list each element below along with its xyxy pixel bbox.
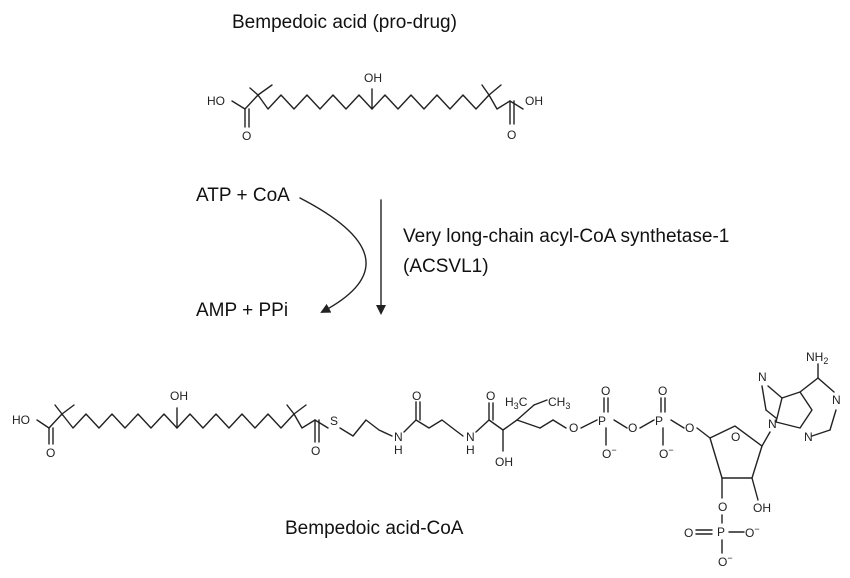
- ribose-ring-oxygen-label: O: [731, 430, 740, 444]
- thioester-carbonyl-oxygen: O: [311, 444, 320, 458]
- phosphate-anion-label-3: O−: [745, 524, 760, 540]
- bridging-oxygen-label: O: [628, 421, 637, 435]
- phosphate-oxygen-label-2: O: [658, 384, 667, 398]
- sulfur-label: S: [330, 414, 338, 428]
- methyl-label-left: H3C: [505, 395, 528, 411]
- phosphate-oxygen-label-1: O: [601, 384, 610, 398]
- amide-h-label-1: H: [394, 443, 403, 457]
- amide-oxygen-label-1: O: [412, 389, 421, 403]
- adenine-n1-label: N: [832, 393, 841, 407]
- hydroxyl-label-left: HO: [207, 94, 225, 108]
- methyl-label-right: CH3: [548, 395, 570, 411]
- enzyme-name-label: Very long-chain acyl-CoA synthetase-1: [403, 226, 730, 247]
- adenine-n7-label: N: [758, 370, 767, 384]
- ribose-phosphate-oxygen-label: O: [718, 500, 727, 514]
- carbonyl-oxygen-left: O: [242, 129, 251, 143]
- product-title: Bempedoic acid-CoA: [285, 518, 464, 539]
- enzyme-abbreviation-label: (ACSVL1): [403, 256, 489, 277]
- ester-oxygen-label-2: O: [685, 421, 694, 435]
- pantoate-hydroxyl-label: OH: [495, 455, 513, 469]
- phosphorus-label-3: P: [717, 525, 725, 539]
- phosphorus-label-2: P: [655, 414, 663, 428]
- coa-carbonyl-oxygen-left: O: [46, 446, 55, 460]
- bempedoic-acid-structure: HO O OH O OH: [207, 71, 543, 143]
- phosphate-anion-label-4: O−: [718, 553, 733, 569]
- phosphorus-label-1: P: [598, 414, 606, 428]
- phosphate-oxygen-label-3: O: [684, 526, 693, 540]
- cofactors-output-label: AMP + PPi: [196, 300, 289, 321]
- amide-n-label-2: N: [466, 430, 475, 444]
- amide-n-label-1: N: [394, 430, 403, 444]
- bempedoic-acid-coa-structure: HO O OH O S N H O N H O OH H3C CH3: [12, 350, 841, 569]
- amide-h-label-2: H: [466, 443, 475, 457]
- cofactors-input-label: ATP + CoA: [196, 185, 290, 206]
- prodrug-title: Bempedoic acid (pro-drug): [232, 12, 457, 33]
- cofactor-curved-arrow: [299, 197, 367, 313]
- phosphate-anion-label-1: O−: [602, 445, 617, 461]
- adenine-n3-label: N: [804, 430, 813, 444]
- carbonyl-oxygen-right: O: [507, 128, 516, 142]
- adenine-n9-label: N: [768, 417, 777, 431]
- ribose-hydroxyl-label: OH: [753, 501, 771, 515]
- adenine-amino-label: NH2: [806, 350, 828, 366]
- amide-oxygen-label-2: O: [486, 389, 495, 403]
- coa-hydroxyl-label-left: HO: [12, 413, 30, 427]
- coa-central-hydroxyl-label: OH: [170, 389, 188, 403]
- ester-oxygen-label-1: O: [569, 421, 578, 435]
- hydroxyl-label-right: OH: [525, 94, 543, 108]
- phosphate-anion-label-2: O−: [659, 445, 674, 461]
- central-hydroxyl-label: OH: [364, 71, 382, 85]
